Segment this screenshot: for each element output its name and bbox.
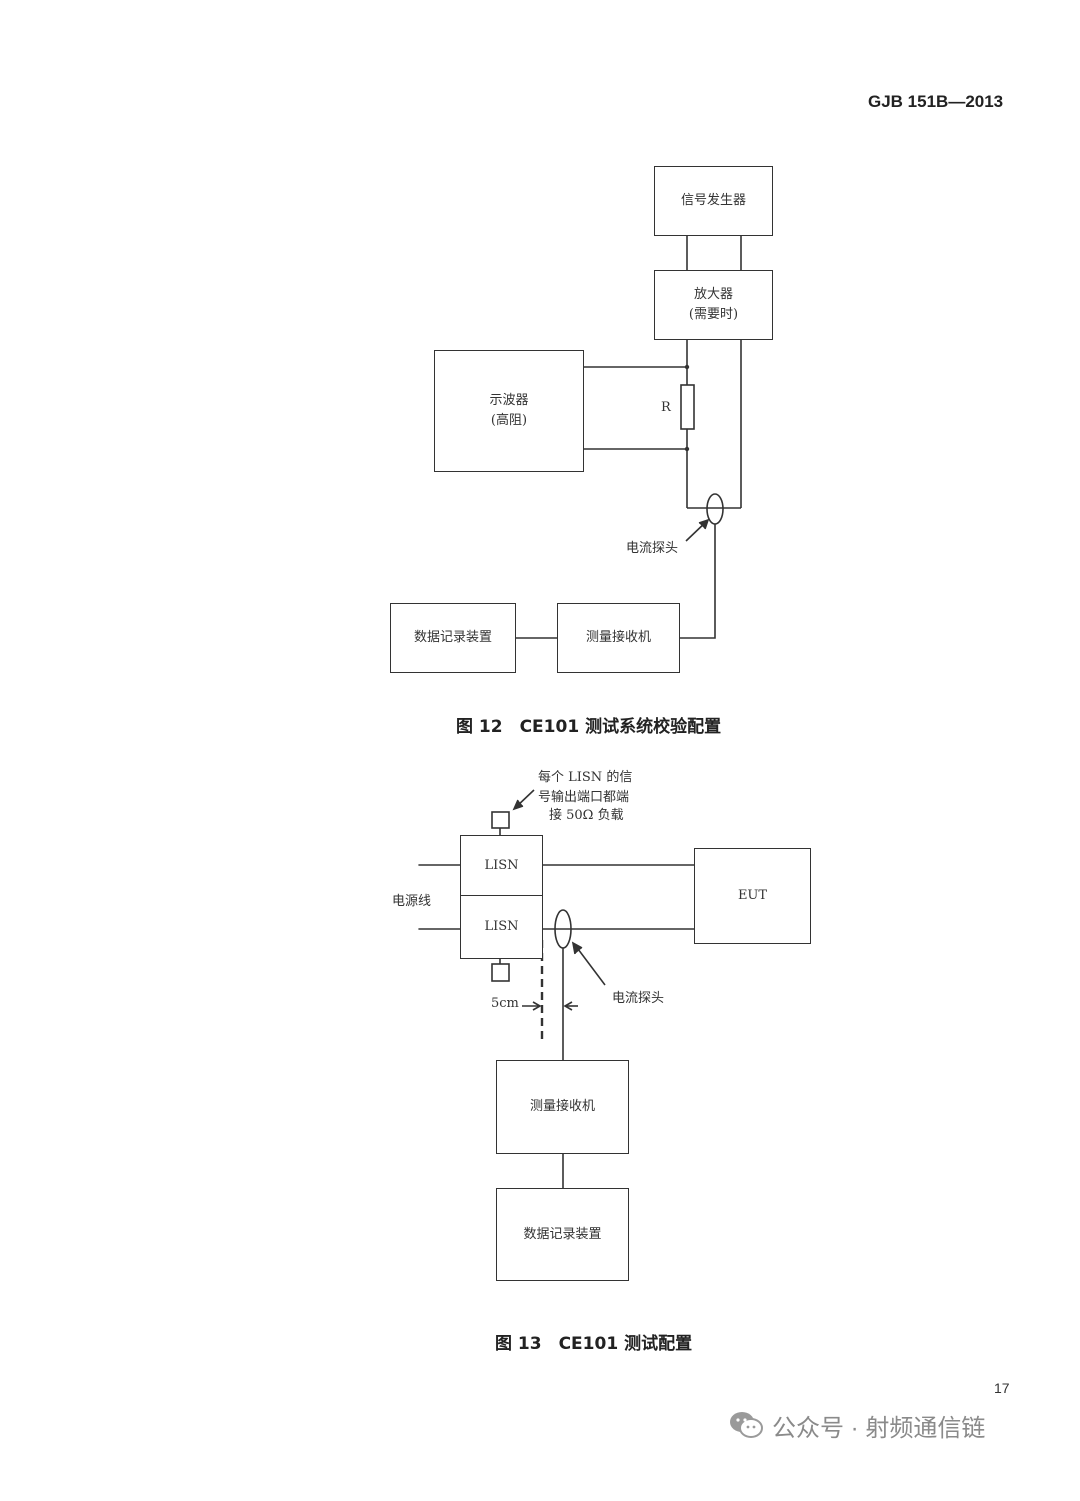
receiver-label-12: 测量接收机 [585,630,651,645]
data-recorder-label-13: 数据记录装置 [523,1226,602,1242]
receiver-box-12: 测量接收机 [557,603,680,673]
lisn-note-line3: 接 50Ω 负载 [549,808,624,823]
oscilloscope-box: 示波器 (高阻) [434,350,584,472]
current-probe-label-13: 电流探头 [612,991,665,1006]
distance-label: 5cm [491,996,519,1011]
amplifier-box: 放大器 (需要时) [654,270,773,340]
signal-generator-box: 信号发生器 [654,166,773,236]
wechat-icon [730,1412,763,1438]
page-number: 17 [994,1380,1010,1396]
lisn-bottom-box: LISN [460,895,543,959]
junction-dot-bottom [684,446,690,452]
receiver-label-13: 测量接收机 [529,1099,595,1114]
junction-dot-top [684,364,690,370]
current-probe-label-12: 电流探头 [626,541,679,556]
load-50ohm-bottom [491,963,510,982]
lisn-note-line2: 号输出端口都端 [538,790,630,805]
probe-pointer-head-13 [571,941,583,955]
data-recorder-label-12: 数据记录装置 [413,630,492,645]
current-probe-ring-12 [706,493,724,525]
watermark: 公众号 · 射频通信链 [728,1405,985,1445]
receiver-box-13: 测量接收机 [496,1060,629,1154]
probe-pointer-head-12 [698,518,710,530]
resistor-label: R [661,400,671,415]
lisn-bottom-label: LISN [484,919,519,934]
signal-generator-label: 信号发生器 [680,193,746,208]
amplifier-note: (需要时) [688,307,739,322]
standard-number: GJB 151B—2013 [868,92,1004,111]
lisn-top-label: LISN [484,857,519,873]
dim-arrow-right-head [563,1001,573,1011]
load-50ohm-top [491,811,510,829]
lisn-note-line1: 每个 LISN 的信 [538,770,633,785]
data-recorder-box-13: 数据记录装置 [496,1188,629,1281]
resistor-r [680,384,695,430]
power-line-label: 电源线 [392,894,432,909]
dim-arrow-left-head [532,1001,542,1011]
figure-12-caption: 图 12 CE101 测试系统校验配置 [456,717,722,737]
eut-label: EUT [737,888,768,903]
eut-box: EUT [694,848,811,944]
probe-pointer-13 [574,944,606,986]
figure-13-caption: 图 13 CE101 测试配置 [495,1334,693,1354]
terminal-bottom [413,926,419,932]
note-pointer-head [512,799,524,811]
data-recorder-box-12: 数据记录装置 [390,603,516,673]
lisn-top-box: LISN [460,835,543,896]
watermark-text: 公众号 · 射频通信链 [772,1414,986,1442]
oscilloscope-note: (高阻) [490,413,528,428]
oscilloscope-label: 示波器 [489,393,529,408]
terminal-top [413,862,419,868]
amplifier-label: 放大器 [693,287,733,302]
probe-receiver-cable-12 [680,524,716,639]
